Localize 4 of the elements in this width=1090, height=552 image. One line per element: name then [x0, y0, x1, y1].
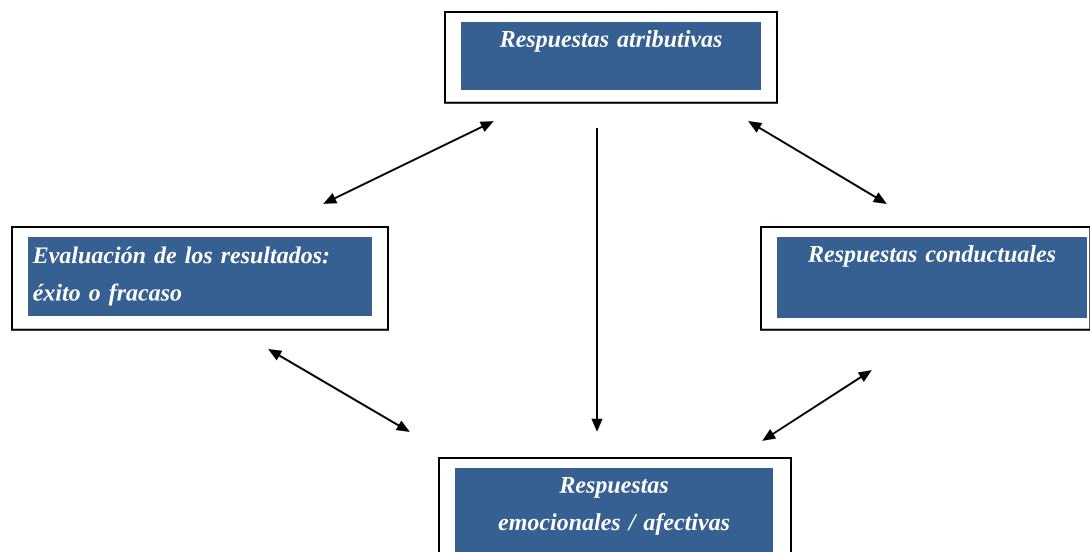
process-box: Respuestas emocionales / afectivas [438, 457, 792, 552]
process-box: Respuestas atributivas [444, 11, 778, 104]
process-box: Respuestas conductuales [760, 226, 1090, 331]
process-box: Evaluación de los resultados: éxito o fracaso [11, 226, 389, 331]
